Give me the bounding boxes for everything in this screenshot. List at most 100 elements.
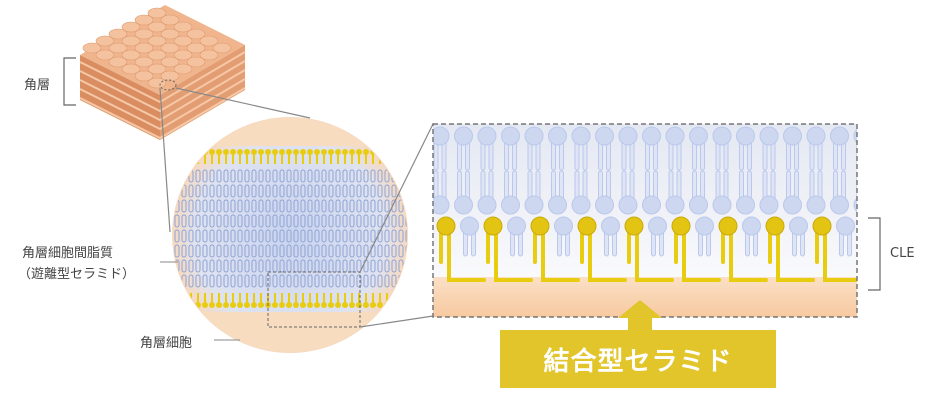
free-lipid (174, 184, 180, 198)
free-lipid (279, 199, 285, 213)
free-lipid (300, 274, 306, 288)
free-lipid (335, 199, 341, 213)
bound-ceramide-tail (400, 293, 402, 305)
free-lipid (174, 274, 180, 288)
free-lipid (237, 199, 243, 213)
zoom-line (359, 315, 434, 328)
free-lipid (356, 214, 362, 228)
bound-ceramide-head (181, 302, 187, 308)
free-lipid (370, 229, 376, 243)
free-lipid (230, 199, 236, 213)
free-lipid (391, 229, 397, 243)
free-lipid (237, 214, 243, 228)
free-lipid (216, 259, 222, 273)
free-lipid (356, 274, 362, 288)
free-ceramide-molecule (695, 216, 714, 257)
lipid-head (642, 195, 661, 215)
lipid-head (433, 195, 450, 215)
label-corneocyte: 角層細胞 (140, 336, 193, 351)
lipid-head (460, 216, 479, 236)
cube-cell (147, 7, 167, 19)
zoom-source-marker (159, 79, 177, 91)
bound-ceramide-tail (183, 293, 185, 305)
detail-selection-box (267, 271, 361, 328)
free-lipid (391, 259, 397, 273)
free-lipid (272, 274, 278, 288)
free-ceramide-molecule (642, 126, 661, 171)
free-lipid (216, 184, 222, 198)
free-lipid (293, 244, 299, 258)
free-lipid (168, 185, 172, 197)
cube-cell (160, 70, 180, 82)
bound-ceramide-tail (281, 293, 283, 305)
free-lipid (405, 259, 407, 273)
bound-ceramide-tail (295, 152, 297, 164)
free-lipid (223, 229, 229, 243)
free-lipid (363, 214, 369, 228)
free-lipid (321, 274, 327, 288)
free-lipid (307, 169, 313, 183)
free-lipid (335, 274, 341, 288)
free-lipid (377, 274, 383, 288)
free-lipid (314, 274, 320, 288)
free-lipid (363, 184, 369, 198)
bound-ceramide-tail (246, 152, 248, 164)
free-lipid (307, 199, 313, 213)
bound-ceramide-tail (386, 293, 388, 305)
cube-cell (108, 28, 128, 40)
free-lipid (363, 229, 369, 243)
free-lipid (230, 229, 236, 243)
label-intercellular-lipid: 角層細胞間脂質 (22, 246, 114, 261)
cube-cell (199, 49, 219, 61)
lipid-head (454, 126, 473, 146)
lipid-head (477, 195, 497, 215)
free-lipid (202, 259, 208, 273)
free-lipid (286, 214, 292, 228)
stratum-corneum-bracket (63, 57, 76, 106)
bound-ceramide-tail (218, 293, 220, 305)
free-lipid (363, 244, 369, 258)
bound-ceramide-tail (330, 293, 332, 305)
free-lipid (356, 244, 362, 258)
ceramide-head (483, 216, 503, 236)
cube-cell (160, 28, 180, 40)
free-lipid (356, 169, 362, 183)
free-lipid (244, 259, 250, 273)
free-lipid (265, 214, 271, 228)
lipid-head (571, 195, 591, 215)
free-lipid (202, 274, 208, 288)
free-lipid (293, 229, 299, 243)
bound-ceramide-head (384, 149, 390, 155)
bound-ceramide-tail (232, 152, 234, 164)
lipid-head (736, 126, 755, 146)
free-lipid (300, 199, 306, 213)
free-ceramide-molecule (571, 126, 591, 171)
free-lipid (251, 184, 257, 198)
cube-cell (160, 56, 180, 68)
cube-layer-line (79, 69, 246, 122)
free-lipid (174, 214, 180, 228)
free-lipid (272, 214, 278, 228)
free-lipid (258, 199, 264, 213)
free-lipid (405, 184, 407, 198)
free-lipid (195, 184, 201, 198)
cube-cell (160, 14, 180, 26)
free-ceramide-molecule (433, 170, 450, 215)
free-lipid (314, 214, 320, 228)
free-lipid (202, 229, 208, 243)
cube-cell (186, 28, 206, 40)
free-ceramide-molecule (759, 170, 779, 215)
free-lipid (230, 274, 236, 288)
bound-ceramide-tail (365, 293, 367, 305)
bound-ceramide-tail (218, 152, 220, 164)
free-ceramide-molecule (689, 170, 708, 215)
free-lipid (237, 184, 243, 198)
free-lipid (223, 184, 229, 198)
bound-ceramide-tail (246, 293, 248, 305)
free-ceramide-molecule (665, 126, 685, 171)
free-lipid (209, 184, 215, 198)
free-lipid (384, 169, 390, 183)
free-lipid (202, 169, 208, 183)
free-ceramide-molecule (689, 126, 708, 171)
bound-ceramide-tail (302, 293, 304, 305)
